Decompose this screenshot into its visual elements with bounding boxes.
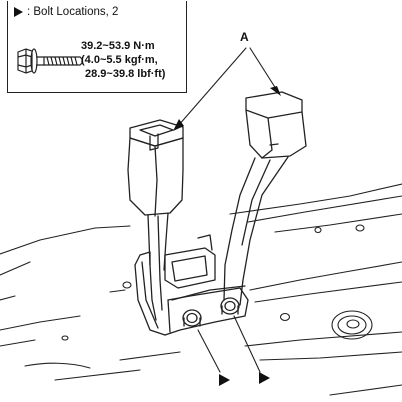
legend-bolt-locations: : Bolt Locations, 2 <box>14 6 118 18</box>
bolt-locations-label: : Bolt Locations, 2 <box>27 6 119 18</box>
flange-bolt-icon <box>17 48 83 74</box>
right-buckle <box>223 91 307 306</box>
torque-spec: 39.2~53.9 N·m (4.0~5.5 kgf·m, 28.9~39.8 … <box>81 39 165 81</box>
leader-lines <box>177 47 279 373</box>
left-buckle <box>127 119 184 321</box>
bolt-location-marker-1 <box>219 374 230 386</box>
torque-kgfm: (4.0~5.5 kgf·m, <box>81 54 158 66</box>
callout-arrowheads <box>173 86 281 131</box>
torque-nm: 39.2~53.9 N·m <box>81 40 155 52</box>
triangle-pointer-icon <box>14 7 23 17</box>
legend-box: : Bolt Locations, 2 39.2~53.9 N·m (4.0~5… <box>7 1 187 93</box>
body-panel <box>0 183 402 396</box>
torque-lbfft: 28.9~39.8 lbf·ft) <box>85 68 166 80</box>
callout-label-a: A <box>240 30 249 44</box>
mounting-bracket <box>134 234 249 336</box>
bolt-location-marker-2 <box>259 372 270 384</box>
